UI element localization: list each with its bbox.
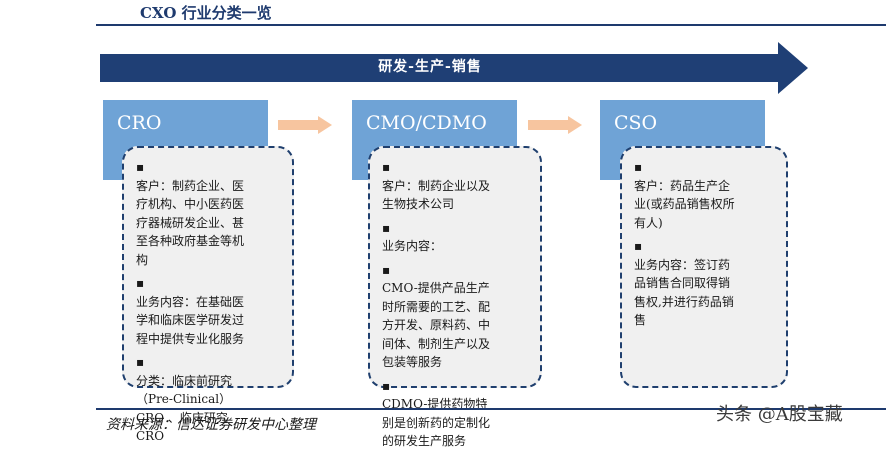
list-item: 客户：制药企业以及 生物技术公司 (382, 158, 528, 214)
process-arrow (100, 42, 808, 94)
item-line: 有人) (634, 215, 663, 230)
item-line: （Pre-Clinical） (136, 392, 232, 406)
item-line: 客户：制药企业、医 (136, 178, 245, 193)
item-line: 学和临床医学研发过 (136, 313, 245, 327)
flow-arrow-1 (278, 116, 332, 134)
item-line: 的研发生产服务 (382, 434, 467, 448)
item-line: 业务内容： (382, 239, 443, 253)
list-item: 客户：制药企业、医 疗机构、中小医药医 疗器械研发企业、甚 至各种政府基金等机 … (136, 158, 280, 269)
list-item: 业务内容：在基础医 学和临床医学研发过 程中提供专业化服务 (136, 274, 280, 348)
item-line: CRO 、临床研究 (136, 410, 228, 425)
item-line: CMO-提供产品生产 (382, 281, 490, 295)
item-line: 售权,并进行药品销 (634, 294, 734, 309)
stage-name-cro: CRO (117, 112, 162, 134)
item-line: 业务内容：签订药 (634, 257, 731, 272)
item-line: 至各种政府基金等机 (136, 234, 245, 248)
flow-arrow-2 (528, 116, 582, 134)
item-line: 间体、制剂生产以及 (382, 336, 491, 351)
item-line: 方开发、原料药、中 (382, 318, 491, 332)
title-divider (96, 24, 886, 26)
item-line: 构 (136, 252, 149, 267)
item-line: 分类：临床前研究 (136, 373, 233, 388)
item-line: 业(或药品销售权所 (634, 197, 735, 211)
item-line: 疗机构、中小医药医 (136, 197, 245, 211)
item-line: 时所需要的工艺、配 (382, 299, 491, 314)
stage-box-cmo: 客户：制药企业以及 生物技术公司 业务内容： CMO-提供产品生产 时所需要的工… (368, 146, 542, 448)
stage-box-cso: 客户：药品生产企 业(或药品销售权所 有人) 业务内容：签订药 品销售合同取得销… (620, 146, 788, 388)
item-line: 疗器械研发企业、甚 (136, 215, 245, 230)
item-line: 业务内容：在基础医 (136, 294, 245, 309)
item-line: 品销售合同取得销 (634, 276, 731, 290)
stage-box-cro: 客户：制药企业、医 疗机构、中小医药医 疗器械研发企业、甚 至各种政府基金等机 … (122, 146, 294, 443)
page-title: CXO 行业分类一览 (140, 4, 272, 22)
list-item: 业务内容： (382, 219, 528, 256)
list-item: CMO-提供产品生产 时所需要的工艺、配 方开发、原料药、中 间体、制剂生产以及… (382, 261, 528, 372)
watermark: 头条 @A股宝藏 (716, 404, 843, 425)
item-line: CDMO-提供药物特 (382, 397, 488, 411)
source-note: 资料来源：信达证券研发中心整理 (106, 417, 316, 433)
item-line: 售 (634, 313, 647, 327)
item-line: 生物技术公司 (382, 197, 455, 211)
source-divider (96, 408, 886, 410)
item-line: 客户：药品生产企 (634, 178, 731, 193)
process-arrow-shape (100, 42, 808, 94)
item-line: 程中提供专业化服务 (136, 331, 245, 346)
list-item: CDMO-提供药物特 别是创新药的定制化 的研发生产服务 (382, 377, 528, 451)
item-line: 别是创新药的定制化 (382, 415, 491, 430)
list-item: 业务内容：签订药 品销售合同取得销 售权,并进行药品销 售 (634, 237, 774, 330)
item-line: 客户：制药企业以及 (382, 178, 491, 193)
item-line: 包装等服务 (382, 355, 443, 369)
list-item: 客户：药品生产企 业(或药品销售权所 有人) (634, 158, 774, 232)
stage-name-cmo: CMO/CDMO (366, 112, 487, 134)
stage-name-cso: CSO (614, 112, 658, 134)
process-label: 研发-生产-销售 (378, 59, 482, 75)
